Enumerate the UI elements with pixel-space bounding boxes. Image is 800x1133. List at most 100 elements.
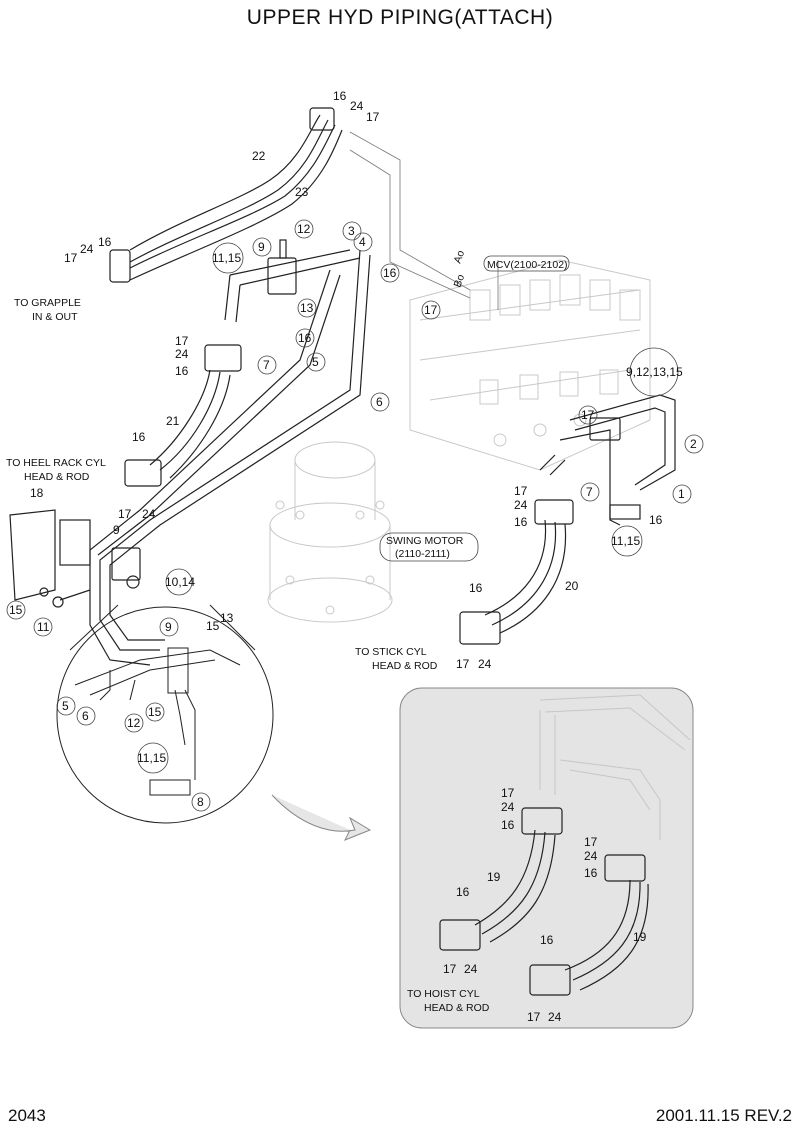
- callout: 15: [148, 705, 162, 719]
- pipe-bundle: [89, 239, 371, 666]
- callout: 24: [584, 849, 598, 863]
- page-title: UPPER HYD PIPING(ATTACH): [246, 6, 554, 29]
- to-stick-line1: TO STICK CYL: [355, 646, 427, 658]
- callout: 15: [206, 619, 220, 633]
- callout: 21: [166, 414, 180, 428]
- callout: 16: [584, 866, 598, 880]
- callout: 17: [175, 334, 189, 348]
- detail-arrow: [271, 794, 372, 841]
- callout: 16: [469, 581, 483, 595]
- callout: 9: [258, 240, 265, 254]
- swing-motor-line2: (2110-2111): [395, 548, 450, 560]
- callout: 10,14: [165, 575, 195, 589]
- callout: 9: [113, 523, 120, 537]
- callout: 19: [487, 870, 501, 884]
- callout: 22: [252, 149, 266, 163]
- callout: 11: [37, 620, 50, 634]
- to-hoist-line1: TO HOIST CYL: [407, 988, 480, 1000]
- callout: 7: [586, 485, 593, 499]
- callout: 24: [175, 347, 189, 361]
- bo-label: Bo: [452, 273, 468, 289]
- callout: 16: [540, 933, 554, 947]
- callout: 24: [142, 507, 156, 521]
- callout: 4: [359, 235, 366, 249]
- mcv-valve-drawing: [409, 259, 651, 471]
- hose-22-23: [109, 107, 343, 283]
- callout: 17: [514, 484, 528, 498]
- callout: 12: [297, 222, 311, 236]
- callout: 13: [300, 301, 314, 315]
- callout: 16: [456, 885, 470, 899]
- date-revision: 2001.11.15 REV.2: [655, 1106, 792, 1125]
- callout: 16: [333, 89, 347, 103]
- callout: 7: [263, 358, 270, 372]
- pipe-1-2-7: [539, 394, 676, 526]
- callout: 24: [548, 1010, 562, 1024]
- detail-leader: [69, 604, 256, 651]
- callout: 24: [514, 498, 528, 512]
- callout: 17: [581, 408, 595, 422]
- callout: 13: [220, 611, 234, 625]
- callout: 24: [350, 99, 364, 113]
- to-heel-line2: HEAD & ROD: [24, 471, 90, 483]
- bracket-18: [9, 509, 91, 601]
- callout: 24: [478, 657, 492, 671]
- callout: 11,15: [212, 251, 241, 265]
- to-grapple-line1: TO GRAPPLE: [14, 297, 81, 309]
- annotation-labels: MCV(2100-2102) Ao Bo TO GRAPPLE IN & OUT…: [6, 249, 570, 1014]
- clamp-9-left: [52, 547, 141, 608]
- to-grapple-line2: IN & OUT: [32, 311, 78, 323]
- to-stick-line2: HEAD & ROD: [372, 660, 438, 672]
- mcv-label: MCV(2100-2102): [487, 259, 568, 271]
- callout: 23: [295, 185, 309, 199]
- detail-circle: [56, 606, 274, 824]
- callout: 17: [584, 835, 598, 849]
- callout: 17: [366, 110, 380, 124]
- callout: 8: [197, 795, 204, 809]
- callout: 16: [98, 235, 112, 249]
- hose-21: [124, 344, 242, 487]
- callout: 17: [64, 251, 78, 265]
- callout: 9,12,13,15: [626, 365, 683, 379]
- callout: 16: [514, 515, 528, 529]
- to-heel-line1: TO HEEL RACK CYL: [6, 457, 106, 469]
- callout: 16: [175, 364, 189, 378]
- to-hoist-line2: HEAD & ROD: [424, 1002, 490, 1014]
- callout: 17: [443, 962, 457, 976]
- callout: 9: [165, 620, 172, 634]
- callout: 18: [30, 486, 44, 500]
- swing-motor-line1: SWING MOTOR: [386, 535, 464, 547]
- callout: 12: [127, 716, 141, 730]
- hose-19: [439, 807, 649, 996]
- callout: 2: [690, 437, 697, 451]
- callout: 1: [678, 487, 685, 501]
- callout: 15: [9, 603, 23, 617]
- callout: 17: [456, 657, 470, 671]
- callout: 17: [118, 507, 132, 521]
- callout: 3: [348, 224, 355, 238]
- callout: 5: [62, 699, 69, 713]
- callout-numbers: 16 24 17 22 23 16 24 17 12 3 4 9 11,15 1…: [6, 89, 704, 1024]
- swing-motor-drawing: [267, 441, 393, 623]
- callout: 24: [80, 242, 94, 256]
- callout: 17: [424, 303, 438, 317]
- callout: 16: [383, 266, 397, 280]
- callout: 11,15: [137, 751, 166, 765]
- inset-faint-pipes: [539, 694, 691, 840]
- callout: 16: [501, 818, 515, 832]
- callout: 11,15: [611, 534, 640, 548]
- callout: 17: [501, 786, 515, 800]
- callout: 16: [132, 430, 146, 444]
- inset-panel: [399, 687, 694, 1029]
- callout: 16: [298, 331, 312, 345]
- callout: 17: [527, 1010, 541, 1024]
- callout: 19: [633, 930, 647, 944]
- callout: 20: [565, 579, 579, 593]
- hose-20: [459, 499, 574, 645]
- callout: 6: [376, 395, 383, 409]
- callout: 24: [464, 962, 478, 976]
- mcv-leader-lines: [349, 131, 499, 310]
- callout: 24: [501, 800, 515, 814]
- callout: 6: [82, 709, 89, 723]
